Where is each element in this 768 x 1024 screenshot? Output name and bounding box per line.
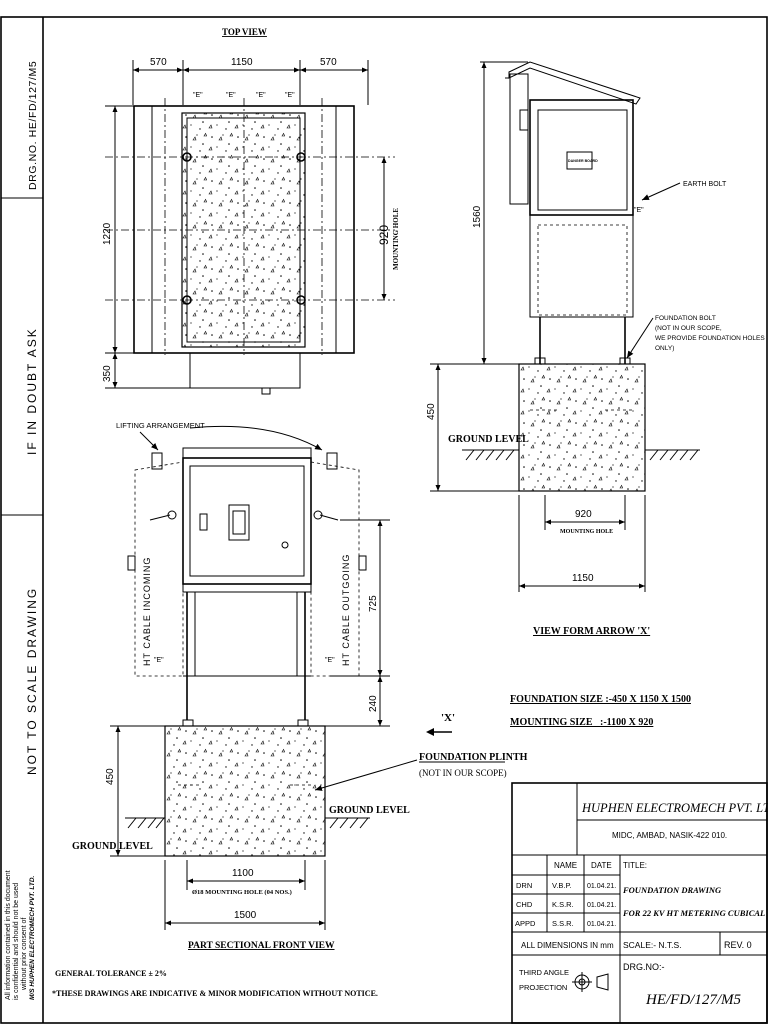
row-drn-role: DRN xyxy=(516,881,532,890)
dim-570-left: 570 xyxy=(150,57,167,68)
front-view-caption: PART SECTIONAL FRONT VIEW xyxy=(188,941,335,951)
all-dimensions: ALL DIMENSIONS IN mm xyxy=(521,941,614,950)
front-ground-right: GROUND LEVEL xyxy=(329,805,410,816)
dim-240: 240 xyxy=(368,695,379,712)
row-appd-date: 01.04.21. xyxy=(587,921,616,928)
dim-1220: 1220 xyxy=(102,222,113,245)
foundation-size: FOUNDATION SIZE :-450 X 1150 X 1500 xyxy=(510,694,691,705)
front-e-right: "E" xyxy=(325,657,335,664)
confidential-line-1: All information contained in this docume… xyxy=(5,870,12,1000)
mounting-hole-side: MOUNTING HOLE xyxy=(560,529,613,535)
e-marker-4: "E" xyxy=(285,92,295,99)
foundation-bolt-2: (NOT IN OUR SCOPE, xyxy=(655,325,722,332)
dim-1500: 1500 xyxy=(234,910,257,921)
row-chd-role: CHD xyxy=(516,900,533,909)
row-drn-name: V.B.P. xyxy=(552,881,572,890)
dim-450-side: 450 xyxy=(426,403,437,420)
dim-920-side: 920 xyxy=(575,509,592,520)
title-block: HUPHEN ELECTROMECH PVT. LTD. MIDC, AMBAD… xyxy=(511,782,768,1024)
drg-number: HE/FD/127/M5 xyxy=(645,992,741,1008)
col-date: DATE xyxy=(591,861,612,870)
e-marker-2: "E" xyxy=(226,92,236,99)
side-view: DANGER BOARD EARTH BOLT "E" FOUNDATION B… xyxy=(426,61,765,637)
if-in-doubt-ask: IF IN DOUBT ASK xyxy=(25,327,39,455)
drg-label: DRG.NO:- xyxy=(623,962,665,972)
confidential-line-4: M/S HUPHEN ELECTROMECH PVT. LTD. xyxy=(29,875,36,1000)
projection-symbol-icon xyxy=(572,972,609,992)
mounting-hole-note: Ø18 MOUNTING HOLE (04 NOS.) xyxy=(192,889,292,896)
not-to-scale: NOT TO SCALE DRAWING xyxy=(25,587,39,775)
dim-1560: 1560 xyxy=(472,205,483,228)
vertical-drawing-number: DRG.NO. HE/FD/127/M5 xyxy=(27,61,39,190)
projection-1: THIRD ANGLE xyxy=(519,968,569,977)
danger-board-label: DANGER BOARD xyxy=(568,159,598,163)
col-name: NAME xyxy=(554,861,577,870)
row-chd-date: 01.04.21. xyxy=(587,902,616,909)
arrow-x-label: 'X' xyxy=(441,712,455,724)
foundation-bolt-3: WE PROVIDE FOUNDATION HOLES xyxy=(655,335,765,342)
confidential-line-2: is confidential and should not be used xyxy=(13,883,20,1000)
front-ground-left: GROUND LEVEL xyxy=(72,841,153,852)
company-name: HUPHEN ELECTROMECH PVT. LTD. xyxy=(581,801,768,815)
earth-bolt-label: EARTH BOLT xyxy=(683,181,727,188)
front-e-left: "E" xyxy=(154,657,164,664)
left-strip-text: DRG.NO. HE/FD/127/M5 IF IN DOUBT ASK NOT… xyxy=(5,61,39,1000)
top-view: TOP VIEW 570 1150 570 "E" "E" "E" "E" xyxy=(102,27,400,395)
foundation-bolt-4: ONLY) xyxy=(655,345,674,352)
foundation-bolt-1: FOUNDATION BOLT xyxy=(655,315,716,322)
title-line-1: FOUNDATION DRAWING xyxy=(622,885,722,895)
scale: SCALE:- N.T.S. xyxy=(623,940,682,950)
e-marker-1: "E" xyxy=(193,92,203,99)
mounting-hole-label-top: MOUNTING HOLE xyxy=(392,208,400,270)
foundation-plinth: FOUNDATION PLINTH xyxy=(419,752,528,763)
confidential-line-3: without prior consent of xyxy=(21,918,28,991)
lifting-label: LIFTING ARRANGEMENT xyxy=(116,421,205,430)
notes: 'X' FOUNDATION PLINTH (NOT IN OUR SCOPE)… xyxy=(52,694,691,998)
e-marker-3: "E" xyxy=(256,92,266,99)
dim-1100: 1100 xyxy=(232,868,254,879)
side-view-caption: VIEW FORM ARROW 'X' xyxy=(533,626,650,637)
dim-450-front: 450 xyxy=(105,768,116,785)
ht-outgoing: HT CABLE OUTGOING xyxy=(341,554,351,666)
dim-1150-side: 1150 xyxy=(572,573,594,584)
earth-e-marker: "E" xyxy=(634,207,644,214)
row-drn-date: 01.04.21. xyxy=(587,883,616,890)
row-appd-name: S.S.R. xyxy=(552,919,574,928)
side-ground-level: GROUND LEVEL xyxy=(448,434,529,445)
mounting-size: MOUNTING SIZE :-1100 X 920 xyxy=(510,717,653,728)
dim-570-right: 570 xyxy=(320,57,337,68)
dim-725: 725 xyxy=(368,595,379,612)
ht-incoming: HT CABLE INCOMING xyxy=(142,557,152,666)
top-view-title: TOP VIEW xyxy=(222,27,267,37)
company-address: MIDC, AMBAD, NASIK-422 010. xyxy=(612,831,727,840)
title-label: TITLE: xyxy=(623,861,647,870)
indicative-note: *THESE DRAWINGS ARE INDICATIVE & MINOR M… xyxy=(52,989,378,998)
row-appd-role: APPD xyxy=(515,919,536,928)
row-chd-name: K.S.R. xyxy=(552,900,574,909)
not-in-scope: (NOT IN OUR SCOPE) xyxy=(419,768,507,778)
dim-920-top: 920 xyxy=(377,225,391,245)
dim-1150-top: 1150 xyxy=(231,57,253,68)
dim-350: 350 xyxy=(102,365,113,382)
projection-2: PROJECTION xyxy=(519,983,567,992)
sheet-border xyxy=(0,16,768,1024)
title-line-2: FOR 22 KV HT METERING CUBICAL xyxy=(622,908,765,918)
front-view: LIFTING ARRANGEMENT HT CABLE INCOMING xyxy=(72,421,410,951)
general-tolerance: GENERAL TOLERANCE ± 2% xyxy=(55,969,167,978)
revision: REV. 0 xyxy=(724,940,752,950)
